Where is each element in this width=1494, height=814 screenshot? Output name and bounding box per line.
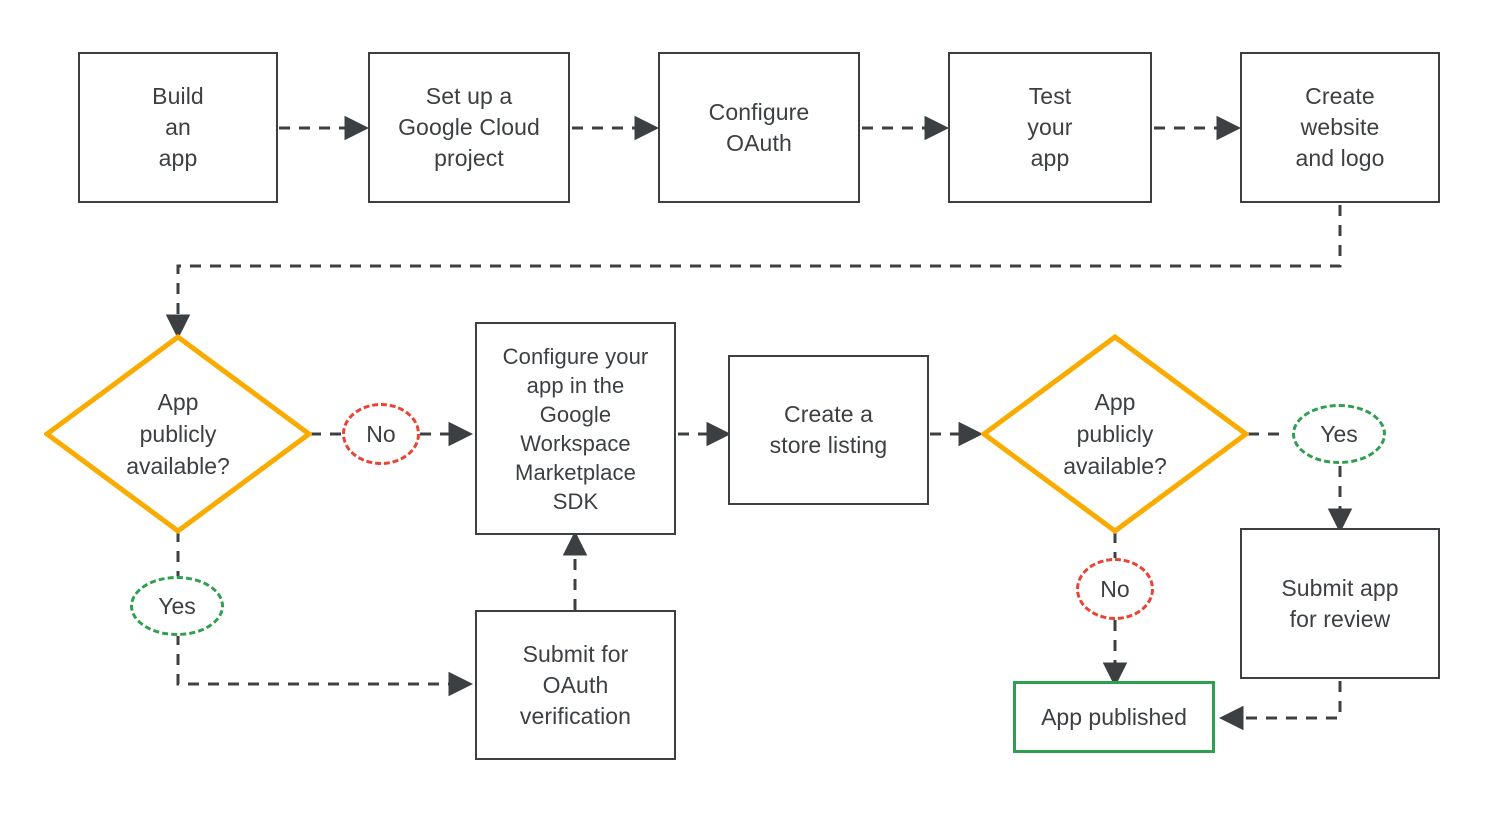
node-submit-review[interactable]: Submit app for review xyxy=(1240,528,1440,679)
node-decision-1-label: App publicly available? xyxy=(126,389,230,479)
node-marketplace-sdk-label: Configure your app in the Google Workspa… xyxy=(502,343,649,514)
node-store-listing-label: Create a store listing xyxy=(769,401,888,458)
node-app-published-label: App published xyxy=(1041,704,1187,730)
node-decision-app-publicly-available-2[interactable]: App publicly available? xyxy=(981,334,1249,534)
branch-label-no-2: No xyxy=(1076,558,1154,620)
node-gcp-project-label: Set up a Google Cloud project xyxy=(398,83,540,171)
node-decision-app-publicly-available-1[interactable]: App publicly available? xyxy=(44,334,312,534)
node-test-app-label: Test your app xyxy=(1027,83,1073,171)
node-oauth-verification-label: Submit for OAuth verification xyxy=(519,640,632,729)
edge-yes-1-to-oauth-verification xyxy=(176,634,473,697)
branch-label-yes-1-text: Yes xyxy=(158,592,196,619)
branch-label-yes-2: Yes xyxy=(1292,404,1386,464)
branch-label-yes-1: Yes xyxy=(130,576,224,636)
node-store-listing[interactable]: Create a store listing xyxy=(728,355,929,505)
branch-label-yes-2-text: Yes xyxy=(1320,420,1358,447)
branch-label-no-2-text: No xyxy=(1100,575,1130,602)
diamond-shape-icon xyxy=(981,334,1249,534)
node-website-logo[interactable]: Create website and logo xyxy=(1240,52,1440,203)
node-test-app[interactable]: Test your app xyxy=(948,52,1152,203)
node-oauth-verification[interactable]: Submit for OAuth verification xyxy=(475,610,676,760)
node-marketplace-sdk[interactable]: Configure your app in the Google Workspa… xyxy=(475,322,676,535)
node-gcp-project[interactable]: Set up a Google Cloud project xyxy=(368,52,570,203)
edge-submit-review-to-app-published xyxy=(1219,681,1342,731)
node-decision-2-label: App publicly available? xyxy=(1063,389,1167,479)
node-website-logo-label: Create website and logo xyxy=(1295,83,1385,171)
node-build-app-label: Build an app xyxy=(152,83,204,171)
node-configure-oauth-label: Configure OAuth xyxy=(708,98,810,156)
branch-label-no-1-text: No xyxy=(366,420,396,447)
node-build-app[interactable]: Build an app xyxy=(78,52,278,203)
node-app-published[interactable]: App published xyxy=(1013,681,1215,753)
edge-website-logo-to-decision-1 xyxy=(165,205,1342,339)
node-submit-review-label: Submit app for review xyxy=(1281,574,1399,632)
branch-label-no-1: No xyxy=(342,403,420,465)
node-configure-oauth[interactable]: Configure OAuth xyxy=(658,52,860,203)
